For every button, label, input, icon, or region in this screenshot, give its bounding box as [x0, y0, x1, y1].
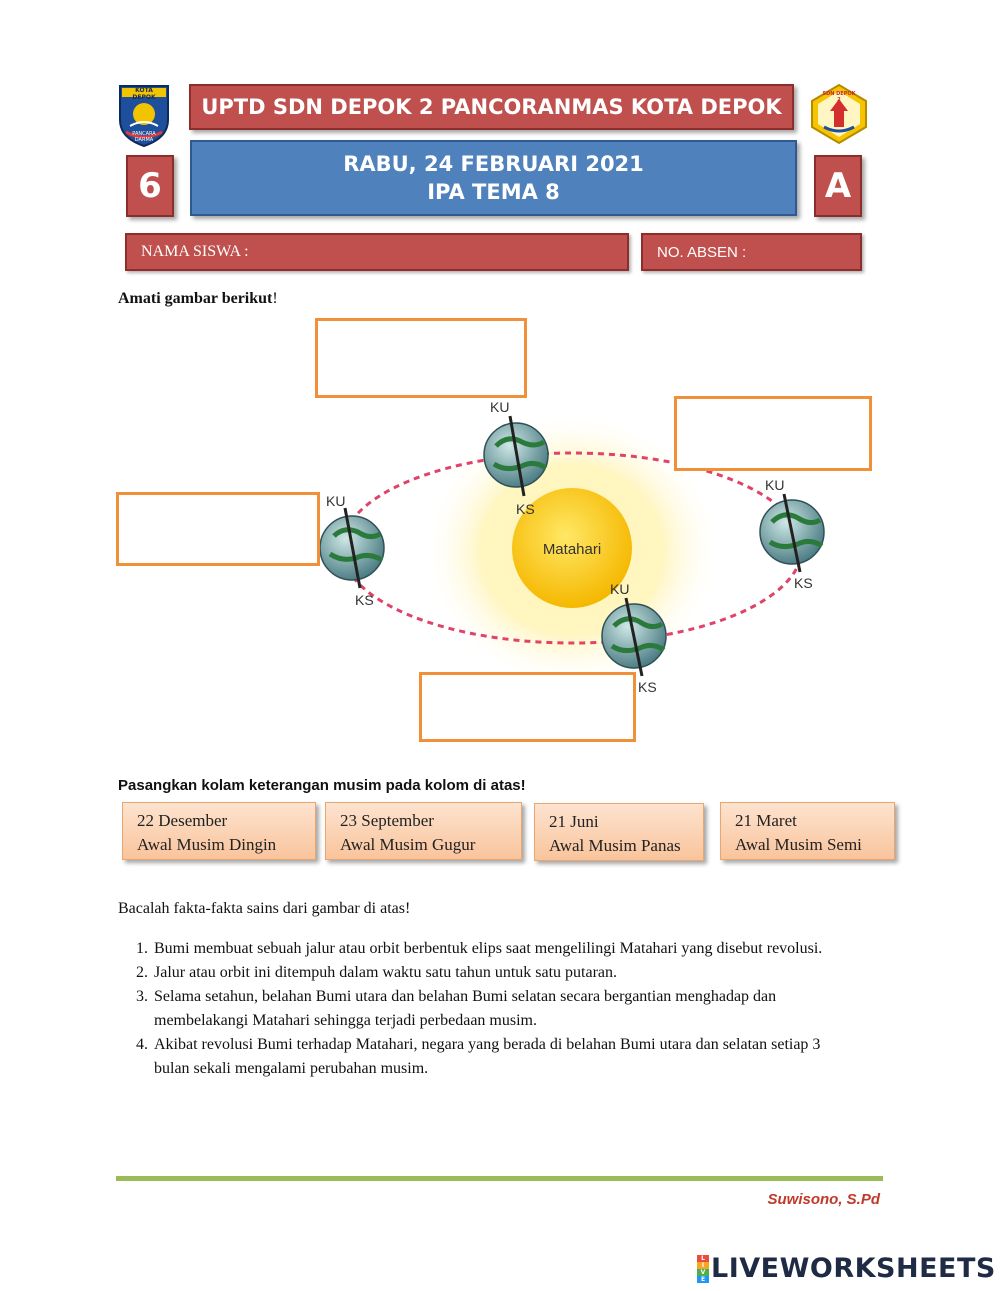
answer-box-bottom[interactable]: [419, 672, 636, 742]
season-date: 21 Juni: [549, 812, 599, 831]
season-card-spring[interactable]: 21 Maret Awal Musim Semi: [720, 802, 895, 860]
answer-box-top[interactable]: [315, 318, 527, 398]
left-logo-motto: PANCARA DARMA: [132, 131, 156, 143]
brand-logo-icon: L I V E: [697, 1254, 709, 1283]
season-date: 22 Desember: [137, 811, 228, 830]
student-name-label: NAMA SISWA :: [141, 243, 249, 260]
kota-depok-logo: KOTA DEPOK PANCARA DARMA: [116, 82, 172, 148]
facts-intro: Bacalah fakta-fakta sains dari gambar di…: [118, 900, 411, 917]
earth-top: KU KS: [483, 399, 549, 517]
earth-left-north: KU: [326, 493, 345, 509]
fact-item: Jalur atau orbit ini ditempuh dalam wakt…: [152, 961, 858, 985]
right-logo-text: SDN DEPOK 2: [822, 91, 856, 103]
match-instruction: Pasangkan kolam keterangan musim pada ko…: [118, 777, 526, 794]
season-date: 23 September: [340, 811, 434, 830]
season-card-winter[interactable]: 22 Desember Awal Musim Dingin: [122, 802, 316, 860]
brand-name: LIVEWORKSHEETS: [711, 1253, 996, 1284]
observe-instruction-text: Amati gambar berikut: [118, 290, 273, 307]
sun: [512, 488, 632, 608]
earth-top-south: KS: [516, 501, 535, 517]
author-signature: Suwisono, S.Pd: [767, 1191, 880, 1208]
earth-right-north: KU: [765, 477, 784, 493]
earth-right-south: KS: [794, 575, 813, 591]
observe-instruction-mark: !: [272, 290, 278, 307]
student-name-field[interactable]: NAMA SISWA :: [125, 233, 629, 271]
facts-list: Bumi membuat sebuah jalur atau orbit ber…: [118, 937, 858, 1081]
brand-letter: I: [697, 1261, 709, 1269]
earth-left-south: KS: [355, 592, 374, 608]
footer-divider: [116, 1176, 883, 1181]
season-card-autumn[interactable]: 23 September Awal Musim Gugur: [325, 802, 522, 860]
season-name: Awal Musim Dingin: [137, 835, 277, 854]
brand-letter: L: [697, 1254, 709, 1262]
earth-bottom-north: KU: [610, 581, 629, 597]
grade-box: 6: [126, 155, 174, 217]
answer-box-left[interactable]: [116, 492, 320, 566]
fact-item: Selama setahun, belahan Bumi utara dan b…: [152, 985, 858, 1033]
season-name: Awal Musim Semi: [735, 835, 862, 854]
earth-right: KU KS: [759, 477, 825, 591]
class-letter: A: [824, 166, 852, 206]
grade-number: 6: [138, 166, 162, 206]
season-name: Awal Musim Gugur: [340, 835, 476, 854]
earth-left: KU KS: [319, 493, 385, 608]
school-logo: SDN DEPOK 2: [808, 83, 870, 145]
season-date: 21 Maret: [735, 811, 797, 830]
subject-text: IPA TEMA 8: [427, 180, 560, 204]
fact-item: Bumi membuat sebuah jalur atau orbit ber…: [152, 937, 858, 961]
earth-bottom: KU KS: [601, 581, 667, 695]
season-name: Awal Musim Panas: [549, 836, 681, 855]
left-logo-text: KOTA DEPOK: [132, 87, 156, 101]
brand-letter: E: [697, 1275, 709, 1283]
absent-number-field[interactable]: NO. ABSEN :: [641, 233, 862, 271]
orbit-diagram: Matahari KU KS KU KS KU KS KU KS: [319, 399, 825, 695]
season-card-summer[interactable]: 21 Juni Awal Musim Panas: [534, 803, 704, 861]
earth-bottom-south: KS: [638, 679, 657, 695]
absent-number-label: NO. ABSEN :: [657, 243, 747, 261]
school-title: UPTD SDN DEPOK 2 PANCORANMAS KOTA DEPOK: [189, 84, 794, 130]
school-name: UPTD SDN DEPOK 2 PANCORANMAS KOTA DEPOK: [201, 95, 782, 119]
earth-top-north: KU: [490, 399, 509, 415]
date-text: RABU, 24 FEBRUARI 2021: [343, 151, 644, 176]
sun-label: Matahari: [543, 541, 601, 558]
fact-item: Akibat revolusi Bumi terhadap Matahari, …: [152, 1033, 858, 1081]
brand-letter: V: [697, 1268, 709, 1276]
observe-instruction: Amati gambar berikut!: [118, 290, 278, 308]
class-box: A: [814, 155, 862, 217]
answer-box-right[interactable]: [674, 396, 872, 471]
liveworksheets-brand: L I V E LIVEWORKSHEETS: [697, 1253, 996, 1284]
date-subject-box: RABU, 24 FEBRUARI 2021 IPA TEMA 8: [190, 140, 797, 216]
